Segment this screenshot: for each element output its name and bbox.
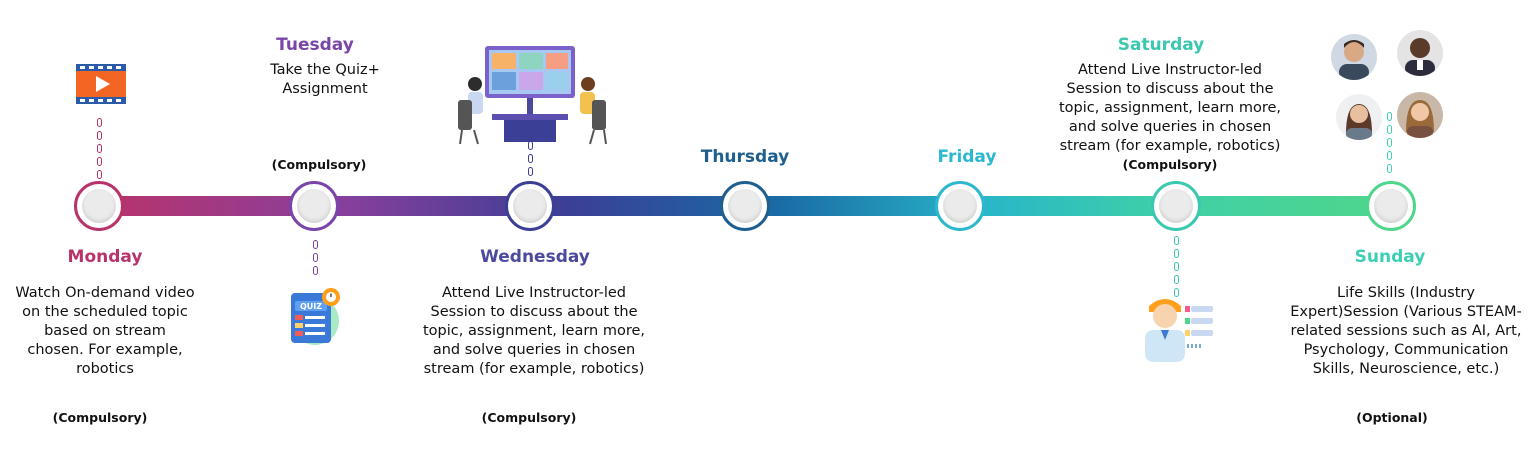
expert-avatar-1 [1331,34,1377,80]
day-monday: Monday [67,247,143,267]
video-play-icon [74,60,128,108]
day-sunday: Sunday [1354,247,1426,267]
node-thursday [720,181,770,231]
desc-tuesday: Take the Quiz+ Assignment [270,62,380,97]
tag-tuesday: (Compulsory) [271,157,367,172]
live-class-icon [452,44,612,148]
node-tuesday [289,181,339,231]
instructor-checklist-icon [1135,288,1217,364]
tag-wednesday: (Compulsory) [481,410,577,425]
tag-sunday: (Optional) [1356,410,1428,425]
expert-avatar-2 [1397,30,1443,76]
node-friday [935,181,985,231]
node-sunday [1366,181,1416,231]
connector-sunday [1387,112,1393,177]
day-friday: Friday [937,147,997,167]
tag-saturday: (Compulsory) [1122,157,1218,172]
desc-sunday: Life Skills (Industry Expert)Session (Va… [1290,285,1522,377]
quiz-icon: QUIZ [285,285,345,347]
tag-monday: (Compulsory) [52,410,148,425]
day-saturday: Saturday [1117,35,1205,55]
day-tuesday: Tuesday [276,35,354,55]
expert-avatar-4 [1397,92,1443,138]
desc-monday: Watch On-demand video on the scheduled t… [15,285,195,377]
expert-avatar-3 [1336,94,1382,140]
node-wednesday [505,181,555,231]
connector-monday [97,118,103,183]
node-saturday [1151,181,1201,231]
desc-wednesday: Attend Live Instructor-led Session to di… [422,285,646,377]
quiz-icon-label: QUIZ [300,302,322,311]
connector-tuesday [313,240,319,279]
day-thursday: Thursday [700,147,790,167]
desc-saturday: Attend Live Instructor-led Session to di… [1058,62,1282,154]
connector-saturday [1174,236,1180,301]
node-monday [74,181,124,231]
day-wednesday: Wednesday [480,247,590,267]
